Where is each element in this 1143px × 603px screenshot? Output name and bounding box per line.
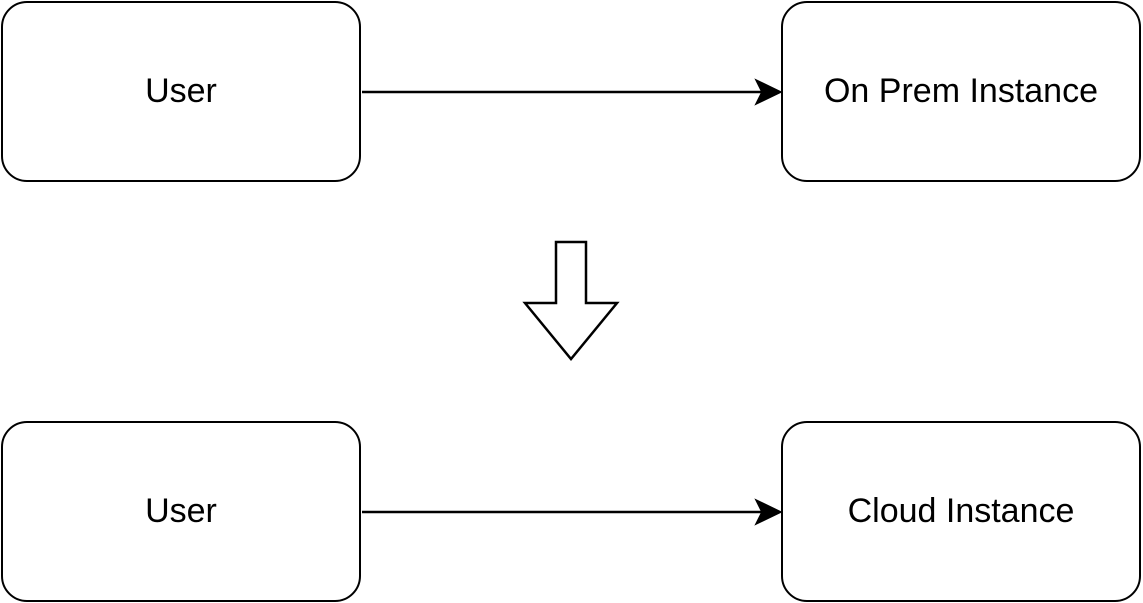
node-label: User (145, 72, 217, 110)
connector-user-to-cloud (362, 498, 783, 526)
on-prem-instance-node: On Prem Instance (781, 1, 1141, 182)
user-node-after: User (1, 421, 361, 602)
connector-user-to-onprem (362, 78, 783, 106)
cloud-instance-node: Cloud Instance (781, 421, 1141, 602)
arrowhead-icon (754, 498, 783, 526)
node-label: On Prem Instance (823, 72, 1098, 110)
node-label: Cloud Instance (847, 492, 1075, 530)
user-node-before: User (1, 1, 361, 182)
node-label: User (145, 492, 217, 530)
down-arrow-icon (522, 240, 620, 361)
arrowhead-icon (754, 78, 783, 106)
